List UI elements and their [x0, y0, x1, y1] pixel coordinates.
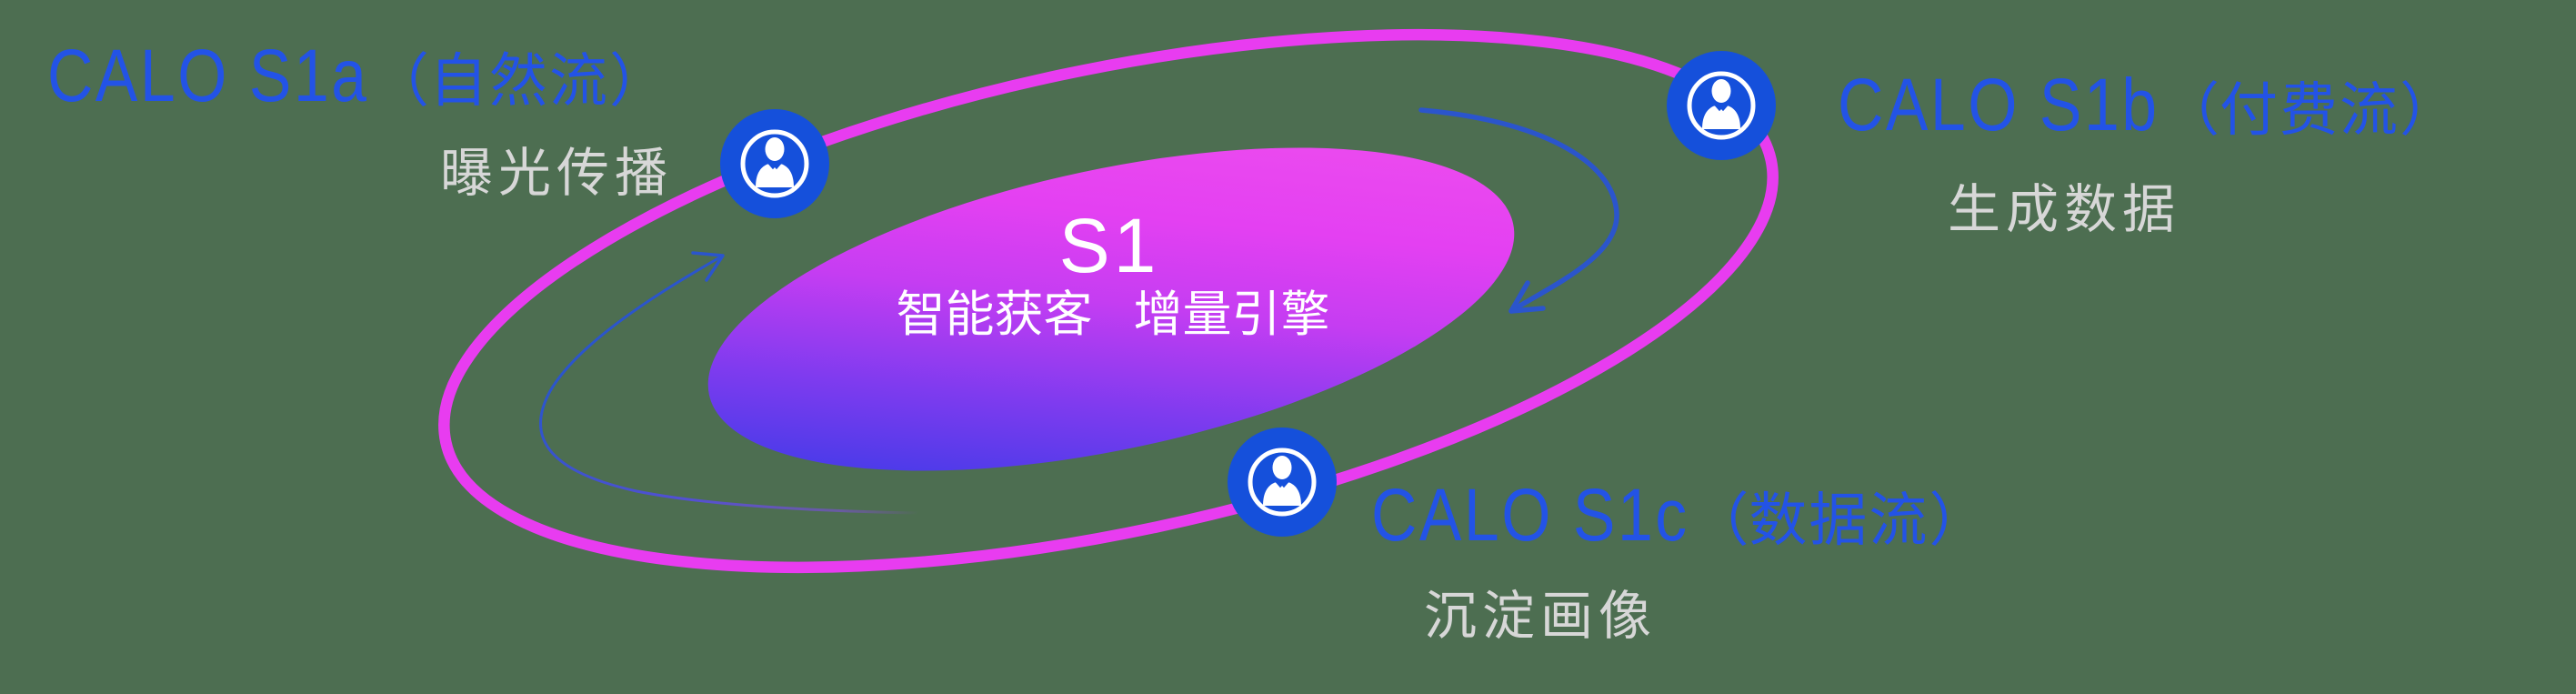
arrow-right	[1418, 107, 1619, 314]
label-s1b-title: CALO S1b（付费流）	[1838, 64, 2460, 146]
label-s1a-subtitle: 曝光传播	[440, 144, 674, 203]
arrow-left	[539, 251, 920, 515]
label-s1c-title: CALO S1c（数据流）	[1371, 474, 1990, 557]
core-title: S1	[1058, 203, 1160, 288]
orbit-ring	[438, 28, 1779, 574]
user-badge-s1c	[1228, 427, 1337, 537]
core-subtitle: 智能获客 增量引擎	[896, 287, 1330, 342]
label-s1b-subtitle: 生成数据	[1948, 180, 2181, 239]
label-s1c-subtitle: 沉淀画像	[1424, 587, 1658, 646]
core-ellipse	[707, 147, 1515, 471]
label-s1a-title: CALO S1a（自然流）	[47, 35, 669, 117]
user-badge-s1a	[720, 109, 829, 218]
user-badge-s1b	[1667, 51, 1776, 160]
